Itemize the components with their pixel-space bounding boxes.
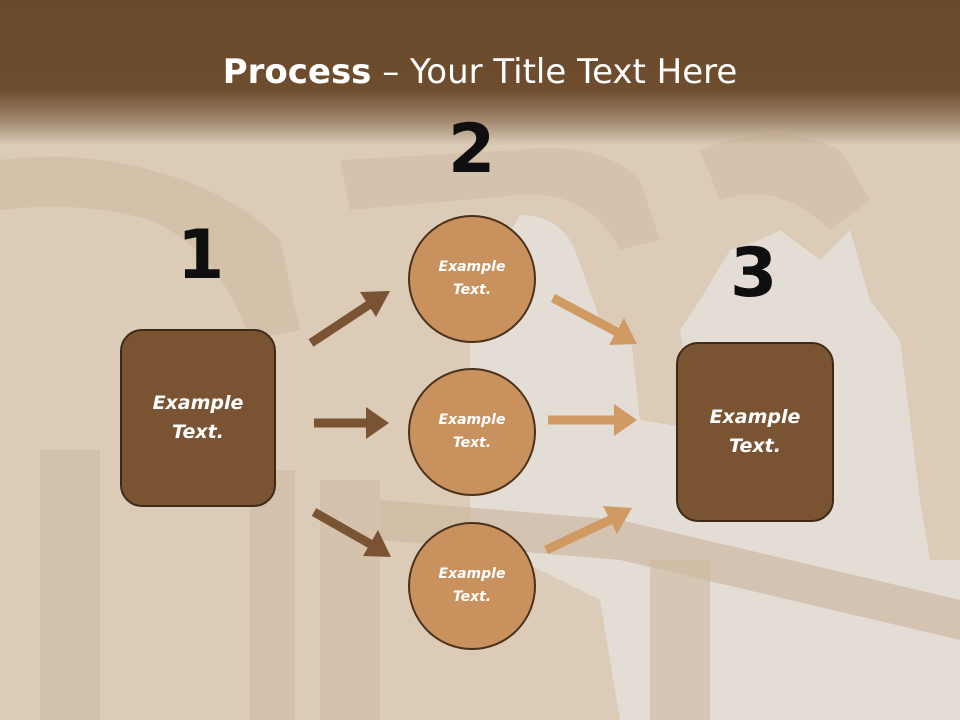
arrow-from-circle-top bbox=[550, 294, 637, 345]
arrow-to-circle-bottom bbox=[311, 508, 391, 557]
title-rest: – Your Title Text Here bbox=[371, 52, 738, 92]
right-box: Example Text. bbox=[676, 342, 834, 522]
circle-top: Example Text. bbox=[408, 215, 536, 343]
arrow-to-circle-top bbox=[308, 291, 390, 347]
circle-top-label: Example Text. bbox=[438, 259, 506, 298]
arrow-from-circle-bottom bbox=[544, 506, 632, 555]
title-bold: Process bbox=[222, 52, 372, 92]
circle-bottom: Example Text. bbox=[408, 522, 536, 650]
step-number-2: 2 bbox=[448, 110, 496, 189]
step-number-3: 3 bbox=[730, 234, 778, 313]
circle-middle-label: Example Text. bbox=[438, 412, 506, 451]
header-band bbox=[0, 0, 960, 145]
left-box-label: Example Text. bbox=[152, 392, 244, 443]
circle-middle: Example Text. bbox=[408, 368, 536, 496]
right-box-label: Example Text. bbox=[709, 406, 801, 457]
step-number-1: 1 bbox=[177, 216, 225, 295]
arrow-to-circle-middle bbox=[314, 407, 389, 439]
left-box: Example Text. bbox=[120, 329, 276, 507]
slide-title: Process – Your Title Text Here bbox=[0, 52, 960, 92]
arrow-from-circle-middle bbox=[548, 404, 637, 436]
circle-bottom-label: Example Text. bbox=[438, 566, 506, 605]
